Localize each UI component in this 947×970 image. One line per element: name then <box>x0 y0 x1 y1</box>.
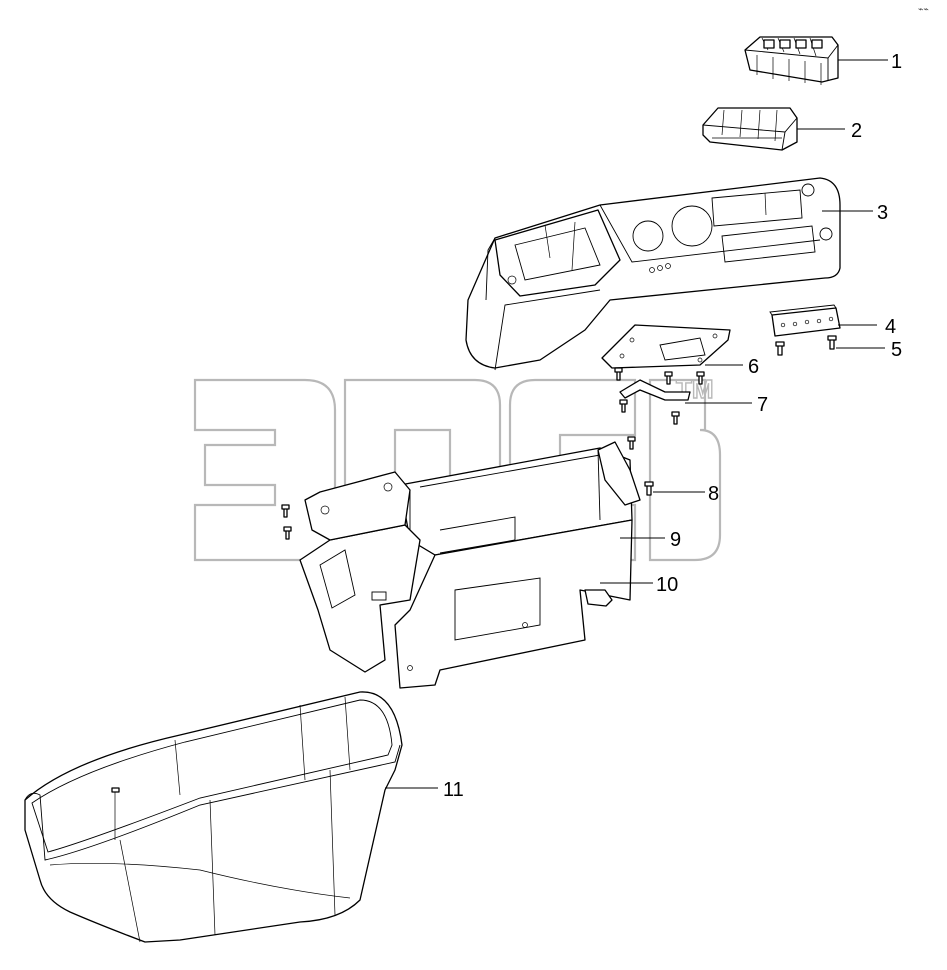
callout-6: 6 <box>748 356 759 378</box>
part-8-screw <box>627 436 654 496</box>
part-5-screws <box>775 335 837 356</box>
part-4-bracket <box>769 304 841 337</box>
callout-2: 2 <box>851 120 862 142</box>
part-7-clip <box>619 379 691 425</box>
callouts: 1 2 3 4 5 6 7 8 9 10 11 <box>443 51 902 801</box>
callout-7: 7 <box>757 394 768 416</box>
callout-10: 10 <box>656 574 678 596</box>
part-3-console-panel <box>465 177 841 371</box>
callout-3: 3 <box>877 202 888 224</box>
part-1-switch-block <box>744 36 839 85</box>
part-6-mounting-plate <box>601 324 731 385</box>
callout-4: 4 <box>885 316 896 338</box>
callout-5: 5 <box>891 339 902 361</box>
callout-11: 11 <box>443 779 464 801</box>
callout-1: 1 <box>891 51 902 73</box>
part-9-lower-frame <box>299 441 641 689</box>
part-11-storage-bin <box>24 691 403 943</box>
callout-8: 8 <box>708 483 719 505</box>
corner-mark: ⌁⌁ <box>918 5 929 15</box>
callout-9: 9 <box>670 529 681 551</box>
part-2-button-block <box>702 107 798 151</box>
leader-lines <box>385 59 888 789</box>
